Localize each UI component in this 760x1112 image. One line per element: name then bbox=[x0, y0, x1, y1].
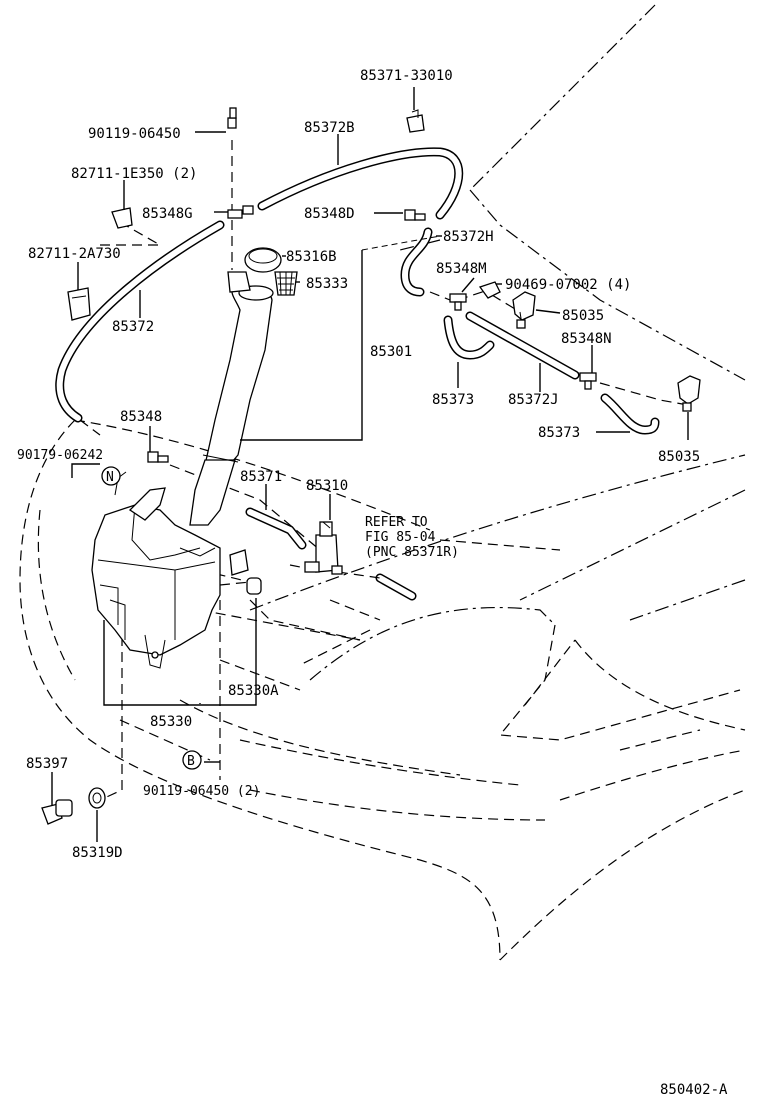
pump-85310 bbox=[304, 521, 343, 575]
strainer-85333 bbox=[274, 271, 298, 296]
label-85371-33010: 85371-33010 bbox=[360, 68, 453, 84]
marker-N-text: N bbox=[106, 470, 114, 485]
label-85035-b: 85035 bbox=[658, 449, 700, 465]
label-85348N: 85348N bbox=[561, 331, 612, 347]
washer-tank-85330 bbox=[91, 471, 249, 669]
label-85371: 85371 bbox=[240, 469, 282, 485]
nozzle-85035-right bbox=[677, 375, 701, 412]
grommet-85330A bbox=[246, 577, 262, 595]
label-90469-07002: 90469-07002 (4) bbox=[505, 277, 631, 293]
label-85372B: 85372B bbox=[304, 120, 355, 136]
part-labels: 85371-33010 90119-06450 85372B 82711-1E3… bbox=[17, 68, 728, 1098]
label-85319D: 85319D bbox=[72, 845, 123, 861]
label-85373-b: 85373 bbox=[538, 425, 580, 441]
label-85301: 85301 bbox=[370, 344, 412, 360]
label-85372H: 85372H bbox=[443, 229, 494, 245]
label-85035-a: 85035 bbox=[562, 308, 604, 324]
figure-id: 850402-A bbox=[660, 1082, 728, 1098]
label-90119-06450: 90119-06450 bbox=[88, 126, 181, 142]
label-85330: 85330 bbox=[150, 714, 192, 730]
label-90179-06242: 90179-06242 bbox=[17, 448, 103, 463]
label-82711-2A730: 82711-2A730 bbox=[28, 246, 121, 262]
label-85333: 85333 bbox=[306, 276, 348, 292]
vehicle-body-outline bbox=[19, 4, 746, 961]
marker-N bbox=[101, 466, 121, 486]
label-90119-06450-2: 90119-06450 (2) bbox=[143, 784, 260, 799]
label-refer-3: (PNC 85371R) bbox=[365, 545, 459, 560]
marker-B bbox=[182, 750, 202, 770]
cap-85316B bbox=[244, 247, 282, 273]
label-85348: 85348 bbox=[120, 409, 162, 425]
label-85348G: 85348G bbox=[142, 206, 193, 222]
label-85330A: 85330A bbox=[228, 683, 279, 699]
label-85348M: 85348M bbox=[436, 261, 487, 277]
nozzle-85035-left bbox=[512, 291, 536, 329]
label-85316B: 85316B bbox=[286, 249, 337, 265]
label-85397: 85397 bbox=[26, 756, 68, 772]
label-refer-2: FIG 85-04 bbox=[365, 530, 436, 545]
filler-neck-85301 bbox=[189, 271, 274, 526]
label-85372: 85372 bbox=[112, 319, 154, 335]
label-82711-1E350: 82711-1E350 (2) bbox=[71, 166, 197, 182]
label-leaders bbox=[51, 87, 689, 842]
washer-hoses bbox=[55, 147, 660, 601]
label-85373-a: 85373 bbox=[432, 392, 474, 408]
marker-B-text: B bbox=[187, 754, 195, 769]
label-85348D: 85348D bbox=[304, 206, 355, 222]
label-refer-1: REFER TO bbox=[365, 515, 428, 530]
label-85372J: 85372J bbox=[508, 392, 559, 408]
label-85310: 85310 bbox=[306, 478, 348, 494]
assembly-leader-lines bbox=[79, 140, 689, 801]
